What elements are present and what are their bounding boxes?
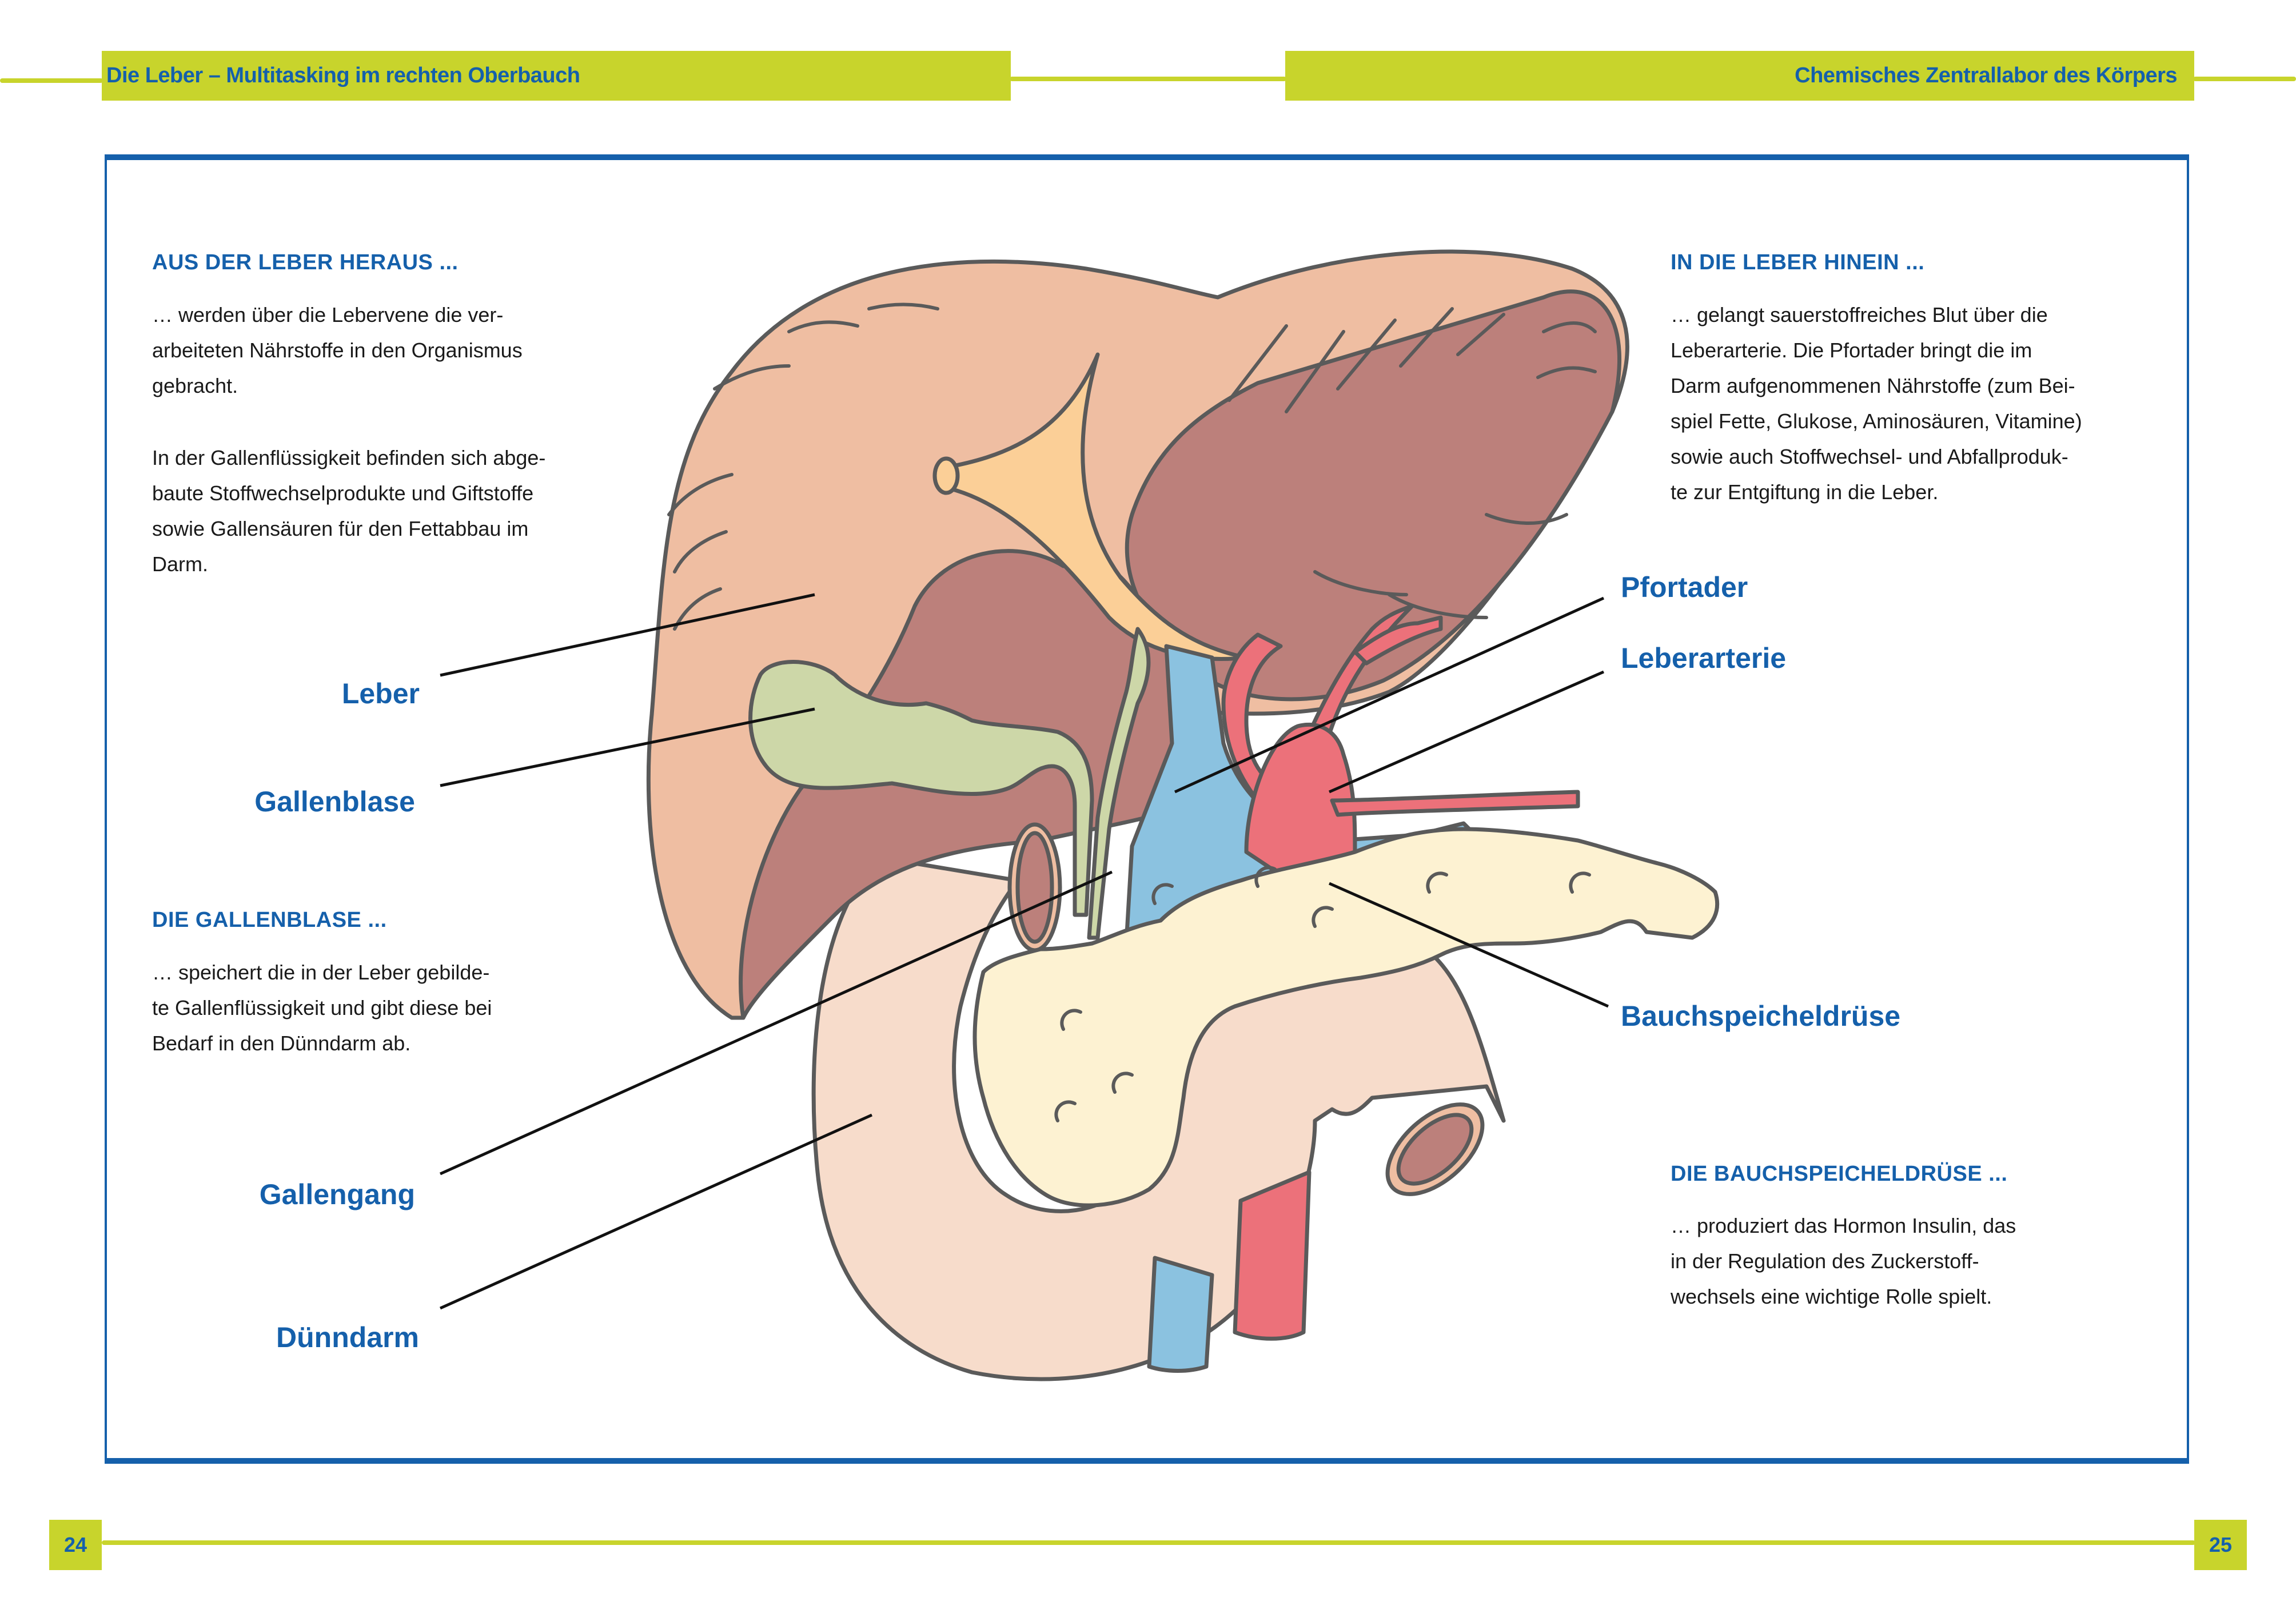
- page-number-right-text: 25: [2209, 1533, 2233, 1556]
- page-number-left-text: 24: [63, 1533, 87, 1556]
- header-right: Chemisches Zentrallabor des Körpers: [1285, 51, 2194, 101]
- leader-gallengang: [439, 870, 1113, 1176]
- label-pfortader: Pfortader: [1621, 571, 1748, 603]
- label-bauchspeicheldruese: Bauchspeicheldrüse: [1621, 1000, 1901, 1032]
- section-title-in-die-leber: IN DIE LEBER HINEIN ...: [1671, 250, 1925, 274]
- falciform-ligament: [935, 352, 1249, 661]
- leader-bauchspeicheldruese: [1328, 882, 1609, 1008]
- section-body-bauchspeicheldruese: … produziert das Hormon Insulin, das in …: [1671, 1214, 2016, 1308]
- chapter-title: Die Leber – Multitasking im rechten Ober…: [106, 63, 580, 87]
- vena-cava-lower: [1147, 1256, 1214, 1373]
- pancreas: [972, 827, 1720, 1208]
- section-body-in-die-leber: … gelangt sauerstoffreiches Blut über di…: [1671, 303, 2082, 504]
- header-rule-middle: [1010, 77, 1286, 81]
- leader-gallenblase: [440, 707, 815, 787]
- leader-pfortader: [1174, 596, 1605, 794]
- splenic-artery: [1330, 790, 1580, 817]
- page-number-left: 24: [49, 1520, 102, 1570]
- footer-rule: [102, 1540, 2195, 1545]
- section-body-gallenblase: … speichert die in der Leber gebilde- te…: [152, 961, 492, 1055]
- liver-texture: [667, 302, 1597, 631]
- leader-leber: [440, 593, 815, 677]
- header-rule-right: [2193, 77, 2296, 81]
- section-body-aus-der-leber-1: … werden über die Lebervene die ver- arb…: [152, 303, 523, 397]
- page-number-right: 25: [2194, 1520, 2247, 1570]
- label-leberarterie: Leberarterie: [1621, 642, 1787, 674]
- aorta-lower: [1233, 1170, 1312, 1341]
- header-rule-left: [0, 78, 103, 83]
- header-left: Die Leber – Multitasking im rechten Ober…: [102, 51, 1011, 101]
- section-title-aus-der-leber: AUS DER LEBER HERAUS ...: [152, 250, 459, 274]
- aorta-upper: [1244, 722, 1357, 877]
- pancreas-texture: [1054, 866, 1591, 1122]
- label-leber: Leber: [341, 678, 420, 710]
- bile-duct: [1087, 627, 1151, 940]
- gallbladder: [748, 660, 1094, 917]
- duodenum-shape: [811, 855, 1506, 1381]
- section-title-gallenblase: DIE GALLENBLASE ...: [152, 908, 387, 932]
- section-body-aus-der-leber-2: In der Gallenflüssigkeit befinden sich a…: [152, 446, 546, 576]
- content-frame: [105, 154, 2189, 1464]
- section-title-bauchspeicheldruese: DIE BAUCHSPEICHELDRÜSE ...: [1671, 1162, 2008, 1186]
- leader-duenndarm: [439, 1113, 873, 1310]
- leader-leberarterie: [1328, 670, 1605, 794]
- hepatic-artery-branch: [1353, 615, 1443, 666]
- chapter-subtitle: Chemisches Zentrallabor des Körpers: [1795, 63, 2177, 87]
- round-ligament-end: [932, 456, 960, 495]
- label-gallengang: Gallengang: [259, 1178, 415, 1210]
- label-gallenblase: Gallenblase: [254, 786, 415, 818]
- label-duenndarm: Dünndarm: [276, 1321, 419, 1353]
- leader-lines: [439, 593, 1609, 1310]
- liver-left-lobe-underside: [1125, 289, 1621, 702]
